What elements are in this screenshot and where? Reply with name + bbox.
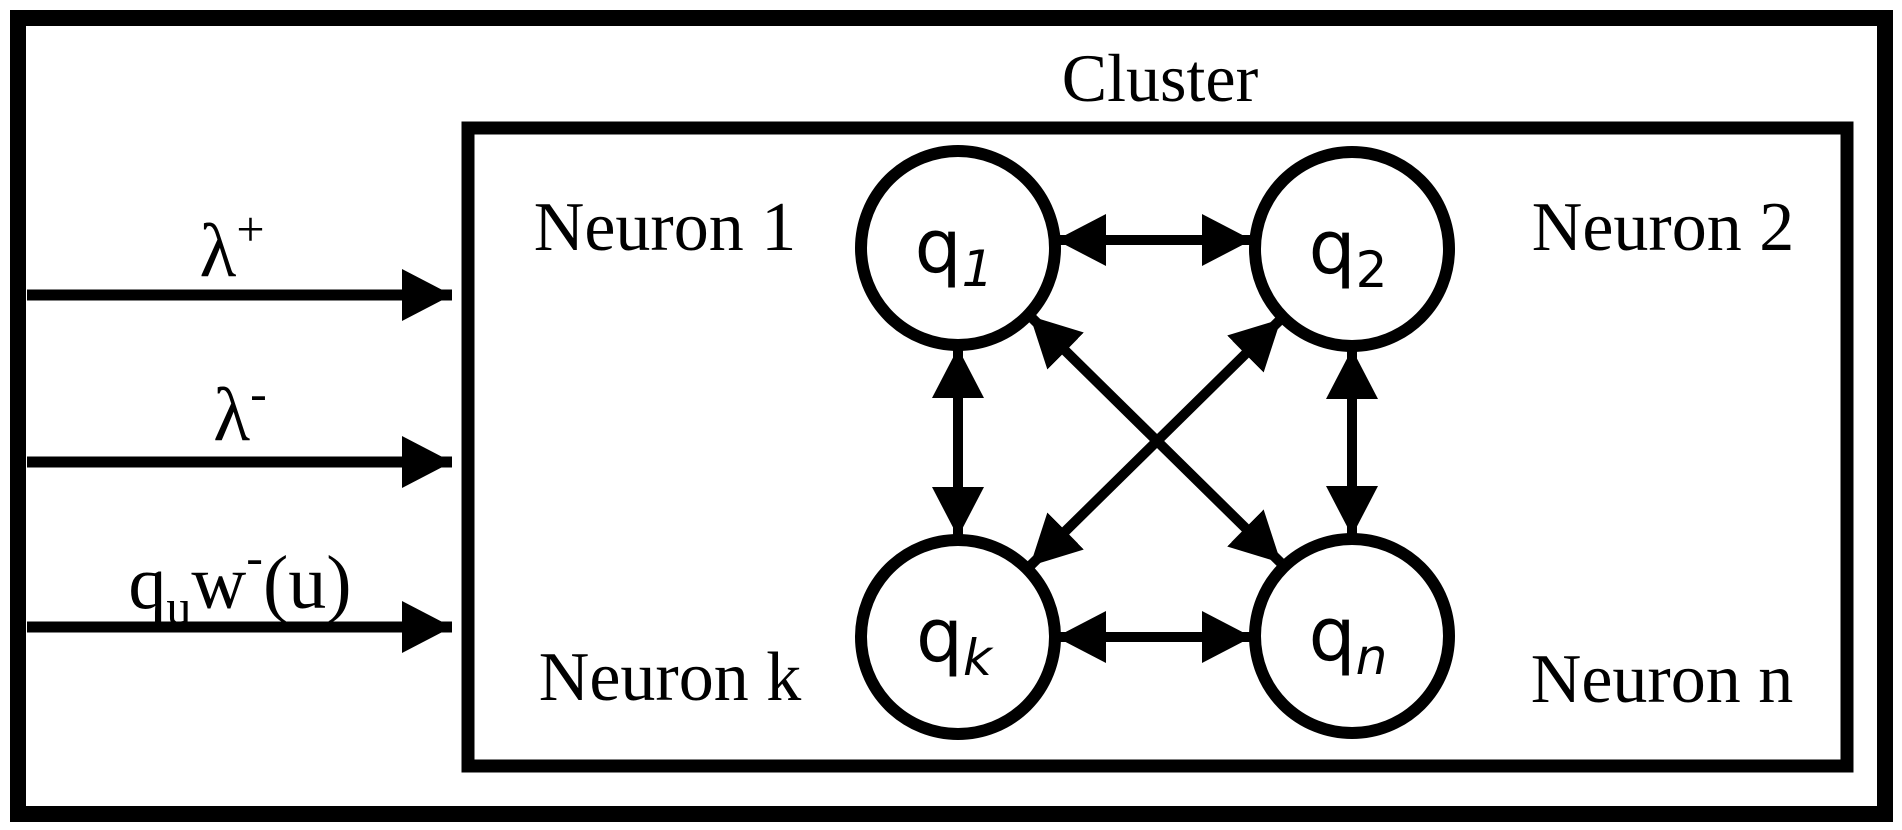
neuron-k-name: Neuron k: [539, 639, 801, 716]
neuron-1-state-label: q1: [915, 204, 994, 298]
cluster-title: Cluster: [1062, 40, 1259, 116]
input-lambda-plus: λ+: [27, 201, 452, 321]
neuron-n-circle: [1249, 533, 1455, 739]
neuron-n-state-label: qn: [1309, 592, 1388, 686]
neuron-k-group: qk Neuron k: [539, 534, 1061, 740]
neuron-2-name: Neuron 2: [1532, 189, 1794, 266]
neuron-1-circle: [855, 145, 1061, 351]
system-boundary-box: [10, 10, 1893, 822]
neuron-k-circle: [855, 534, 1061, 740]
input-qu-w-minus: quw-(u): [27, 529, 452, 653]
neuron-n-name: Neuron n: [1531, 641, 1793, 718]
arrow-q2-qk: [1026, 315, 1285, 570]
qu-w-minus-label: quw-(u): [128, 529, 351, 635]
neuron-2-state-label: q2: [1309, 205, 1388, 299]
lambda-minus-label: λ-: [213, 365, 267, 457]
cluster-box: [461, 121, 1854, 773]
neuron-n-group: qn Neuron n: [1249, 533, 1793, 739]
neuron-1-name: Neuron 1: [534, 189, 796, 266]
neuron-1-group: q1 Neuron 1: [534, 145, 1061, 351]
neuron-2-group: q2 Neuron 2: [1249, 146, 1794, 352]
neuron-k-state-label: qk: [916, 593, 994, 687]
neuron-2-circle: [1249, 146, 1455, 352]
lambda-plus-label: λ+: [199, 201, 264, 293]
input-lambda-minus: λ-: [27, 365, 452, 488]
